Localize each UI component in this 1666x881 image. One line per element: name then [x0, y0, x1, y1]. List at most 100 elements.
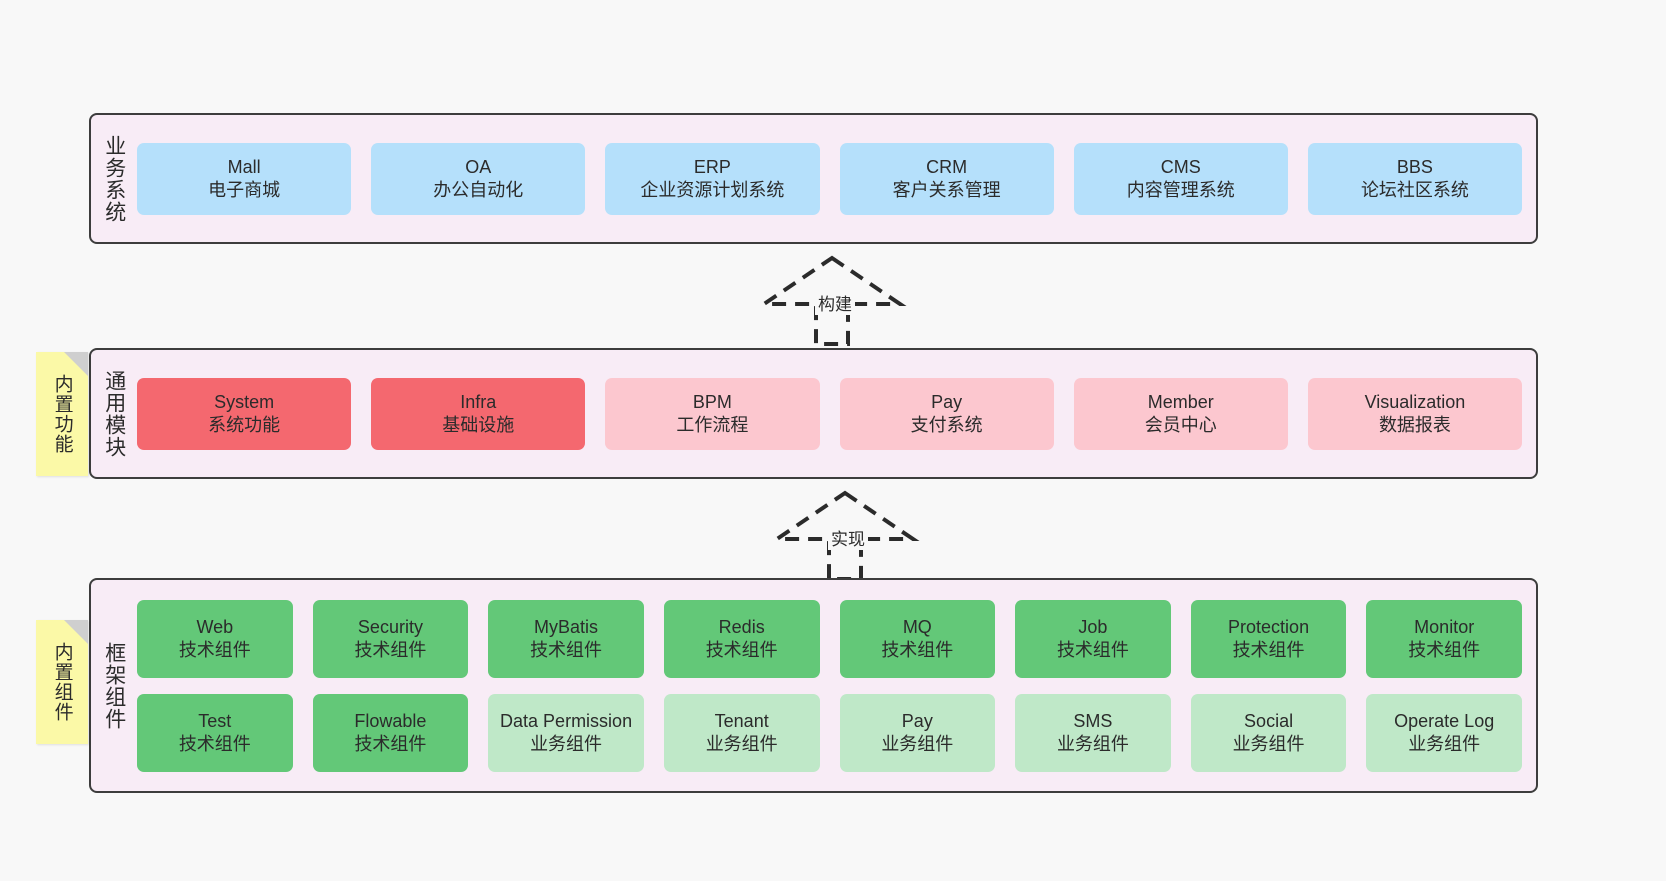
framework-card-social-en: Social — [1244, 711, 1294, 731]
common-module-pay-cn: 支付系统 — [910, 414, 983, 435]
framework-card-social[interactable]: Social 业务组件 — [1190, 693, 1347, 772]
business-card-oa-cn: 办公自动化 — [433, 179, 524, 200]
framework-card-operate-log[interactable]: Operate Log 业务组件 — [1366, 693, 1522, 772]
business-card-bbs[interactable]: BBS 论坛社区系统 — [1307, 142, 1523, 215]
framework-card-security-cn: 技术组件 — [354, 639, 427, 660]
common-module-member[interactable]: Member 会员中心 — [1073, 377, 1288, 450]
framework-card-mybatis-cn: 技术组件 — [530, 639, 603, 660]
framework-card-redis[interactable]: Redis 技术组件 — [663, 599, 820, 678]
business-card-mall-en: Mall — [227, 157, 261, 177]
common-module-visualization-cn: 数据报表 — [1378, 414, 1451, 435]
common-module-pay[interactable]: Pay 支付系统 — [839, 377, 1054, 450]
arrow-build: 构建 — [752, 252, 912, 348]
sticky-note-built-in-components-label: 内置组件 — [51, 642, 73, 722]
framework-card-protection-cn: 技术组件 — [1232, 639, 1305, 660]
sticky-note-built-in-components: 内置组件 — [36, 620, 88, 744]
framework-card-operate-log-cn: 业务组件 — [1408, 733, 1481, 754]
framework-card-flowable-cn: 技术组件 — [354, 733, 427, 754]
business-card-mall[interactable]: Mall 电子商城 — [137, 142, 352, 215]
framework-row-business: Test 技术组件 Flowable 技术组件 Data Permission … — [137, 693, 1522, 772]
business-card-erp[interactable]: ERP 企业资源计划系统 — [605, 142, 820, 215]
framework-card-sms-en: SMS — [1073, 711, 1113, 731]
framework-card-tenant-en: Tenant — [714, 711, 769, 731]
arrow-implement: 实现 — [765, 487, 925, 583]
framework-card-flowable-en: Flowable — [354, 711, 427, 731]
common-module-infra[interactable]: Infra 基础设施 — [371, 377, 586, 450]
framework-card-data-permission-cn: 业务组件 — [530, 733, 603, 754]
framework-card-flowable[interactable]: Flowable 技术组件 — [312, 693, 469, 772]
business-card-mall-cn: 电子商城 — [208, 179, 281, 200]
framework-card-job-en: Job — [1078, 617, 1108, 637]
framework-card-monitor-en: Monitor — [1414, 617, 1475, 637]
common-module-system-cn: 系统功能 — [208, 414, 281, 435]
layer-framework-component: 框架组件 Web 技术组件 Security 技术组件 MyBatis 技术组件… — [89, 578, 1538, 793]
common-module-pay-en: Pay — [931, 392, 963, 412]
framework-card-security[interactable]: Security 技术组件 — [312, 599, 469, 678]
framework-card-monitor-cn: 技术组件 — [1408, 639, 1481, 660]
framework-card-protection-en: Protection — [1228, 617, 1310, 637]
common-module-system-en: System — [214, 392, 275, 412]
common-module-bpm[interactable]: BPM 工作流程 — [605, 377, 820, 450]
framework-card-web[interactable]: Web 技术组件 — [137, 599, 293, 678]
common-module-bpm-cn: 工作流程 — [676, 414, 749, 435]
business-card-bbs-cn: 论坛社区系统 — [1360, 179, 1469, 200]
framework-card-web-en: Web — [196, 617, 234, 637]
framework-card-operate-log-en: Operate Log — [1394, 711, 1495, 731]
framework-card-sms-cn: 业务组件 — [1056, 733, 1129, 754]
business-card-erp-en: ERP — [693, 157, 731, 177]
layer-title-business-system: 业务系统 — [102, 134, 126, 223]
framework-card-protection[interactable]: Protection 技术组件 — [1190, 599, 1347, 678]
framework-card-pay-en: Pay — [901, 711, 933, 731]
framework-card-mq[interactable]: MQ 技术组件 — [839, 599, 996, 678]
framework-card-pay[interactable]: Pay 业务组件 — [839, 693, 996, 772]
framework-card-mybatis-en: MyBatis — [534, 617, 599, 637]
framework-card-mybatis[interactable]: MyBatis 技术组件 — [488, 599, 644, 678]
common-module-system[interactable]: System 系统功能 — [137, 377, 352, 450]
framework-card-test-cn: 技术组件 — [178, 733, 251, 754]
framework-card-sms[interactable]: SMS 业务组件 — [1015, 693, 1171, 772]
layer-business-system: 业务系统 Mall 电子商城 OA 办公自动化 ERP 企业资源计划系统 CRM… — [89, 113, 1538, 244]
common-module-bpm-en: BPM — [692, 392, 732, 412]
framework-card-redis-cn: 技术组件 — [705, 639, 778, 660]
framework-card-redis-en: Redis — [718, 617, 765, 637]
framework-card-social-cn: 业务组件 — [1232, 733, 1305, 754]
layer-body-framework-component: Web 技术组件 Security 技术组件 MyBatis 技术组件 Redi… — [137, 580, 1536, 791]
layer-title-common-module: 通用模块 — [102, 369, 126, 458]
business-card-crm-cn: 客户关系管理 — [892, 179, 1001, 200]
layer-title-framework-component: 框架组件 — [102, 641, 126, 730]
common-module-row: System 系统功能 Infra 基础设施 BPM 工作流程 Pay 支付系统… — [137, 377, 1523, 450]
business-card-cms[interactable]: CMS 内容管理系统 — [1073, 142, 1288, 215]
framework-card-tenant[interactable]: Tenant 业务组件 — [663, 693, 820, 772]
common-module-infra-cn: 基础设施 — [442, 414, 515, 435]
arrow-build-icon — [757, 255, 907, 346]
business-card-crm[interactable]: CRM 客户关系管理 — [839, 142, 1054, 215]
business-card-cms-cn: 内容管理系统 — [1126, 179, 1235, 200]
framework-card-web-cn: 技术组件 — [178, 639, 251, 660]
business-card-erp-cn: 企业资源计划系统 — [640, 179, 785, 200]
common-module-visualization[interactable]: Visualization 数据报表 — [1307, 377, 1523, 450]
layer-body-common-module: System 系统功能 Infra 基础设施 BPM 工作流程 Pay 支付系统… — [137, 350, 1536, 477]
layer-common-module: 通用模块 System 系统功能 Infra 基础设施 BPM 工作流程 Pay… — [89, 348, 1538, 479]
framework-card-mq-en: MQ — [902, 617, 932, 637]
common-module-infra-en: Infra — [460, 392, 497, 412]
common-module-member-en: Member — [1147, 392, 1214, 412]
framework-card-job-cn: 技术组件 — [1056, 639, 1129, 660]
framework-card-data-permission[interactable]: Data Permission 业务组件 — [488, 693, 644, 772]
framework-card-pay-cn: 业务组件 — [881, 733, 954, 754]
arrow-build-label: 构建 — [815, 290, 855, 315]
framework-card-security-en: Security — [357, 617, 423, 637]
business-card-row: Mall 电子商城 OA 办公自动化 ERP 企业资源计划系统 CRM 客户关系… — [137, 142, 1523, 215]
framework-card-test[interactable]: Test 技术组件 — [137, 693, 293, 772]
note-fold-icon — [64, 620, 88, 644]
business-card-oa[interactable]: OA 办公自动化 — [371, 142, 586, 215]
framework-card-data-permission-en: Data Permission — [500, 711, 633, 731]
business-card-bbs-en: BBS — [1396, 157, 1433, 177]
business-card-oa-en: OA — [465, 157, 492, 177]
sticky-note-built-in-features: 内置功能 — [36, 352, 88, 476]
framework-card-monitor[interactable]: Monitor 技术组件 — [1366, 599, 1522, 678]
common-module-member-cn: 会员中心 — [1144, 414, 1217, 435]
business-card-crm-en: CRM — [926, 157, 968, 177]
framework-card-job[interactable]: Job 技术组件 — [1015, 599, 1171, 678]
arrow-implement-label: 实现 — [828, 525, 868, 550]
